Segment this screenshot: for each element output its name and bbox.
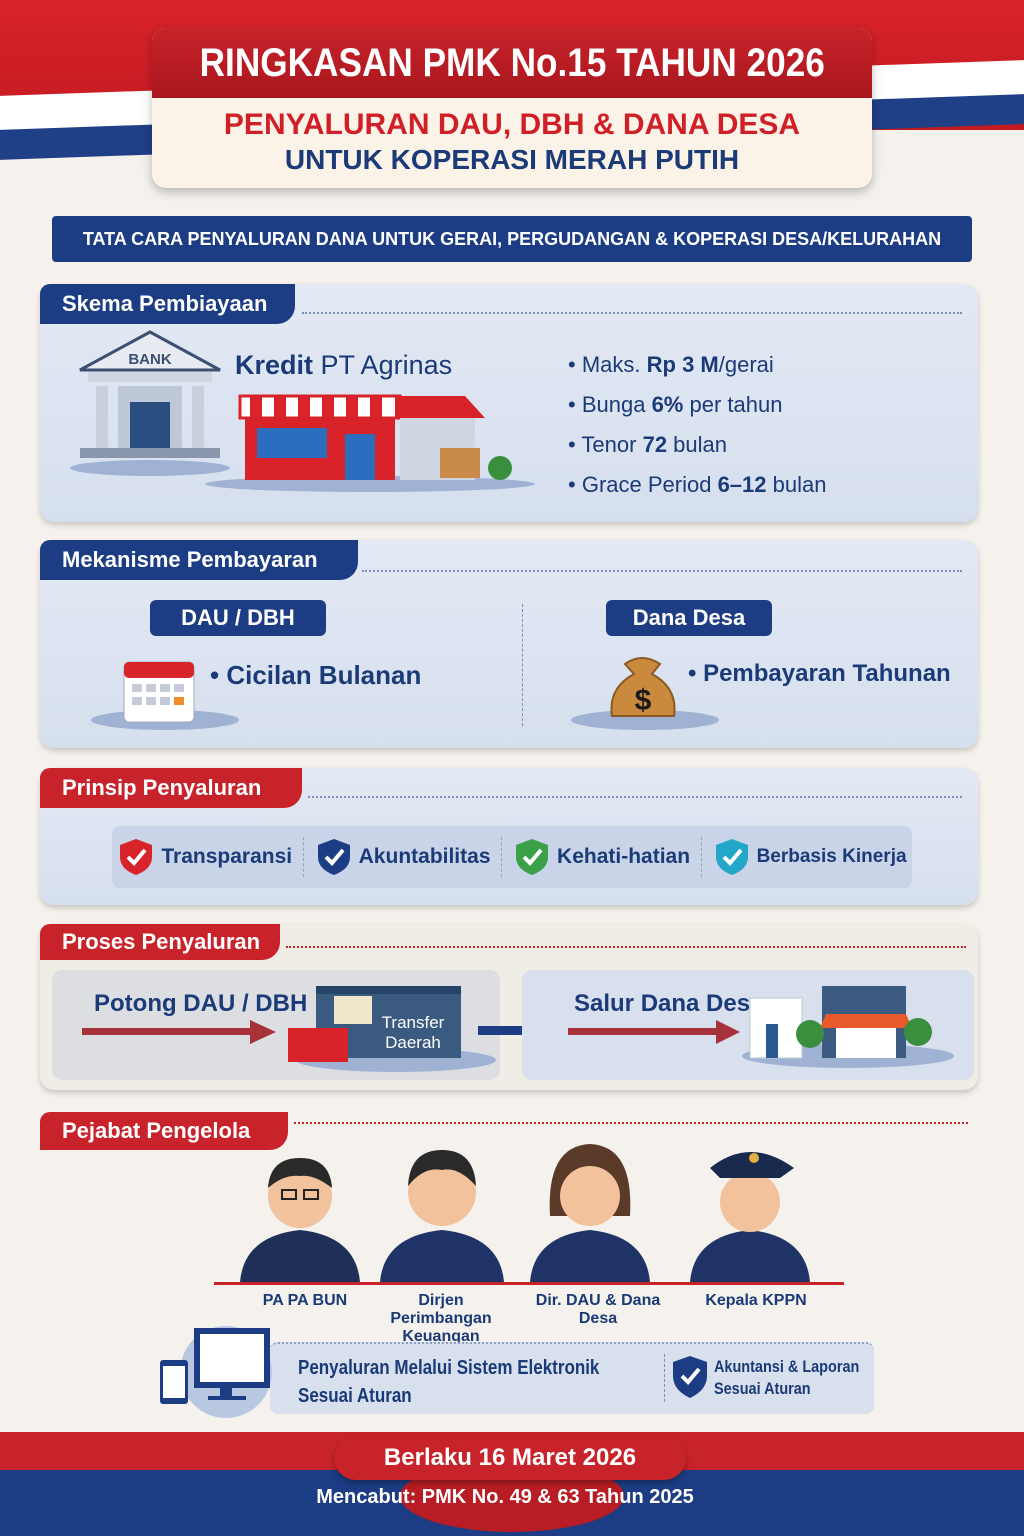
divider xyxy=(294,1122,968,1124)
arrow-right-icon xyxy=(568,1020,740,1044)
transfer-building-icon: Transfer Daerah xyxy=(288,986,496,1072)
check-shield-icon xyxy=(120,839,153,875)
mekanisme-tab: Mekanisme Pembayaran xyxy=(40,540,358,580)
computer-icon xyxy=(160,1326,272,1418)
bullet-item: • Maks. Rp 3 M/gerai xyxy=(568,352,774,377)
kredit-bold: Kredit xyxy=(235,350,314,380)
system-text-line1: Penyaluran Melalui Sistem Elektronik xyxy=(298,1357,600,1379)
bank-icon: BANK xyxy=(70,330,230,476)
official-avatar xyxy=(380,1150,504,1282)
revokes-text: Mencabut: PMK No. 49 & 63 Tahun 2025 xyxy=(316,1486,694,1508)
check-shield-icon xyxy=(715,839,748,875)
arrow-right-icon xyxy=(82,1020,276,1044)
accounting-text-line2: Sesuai Aturan xyxy=(714,1379,811,1398)
bank-label: BANK xyxy=(128,351,171,368)
check-shield-icon xyxy=(516,839,549,875)
effective-date: Berlaku 16 Maret 2026 xyxy=(334,1436,686,1480)
mekanisme-card: Mekanisme Pembayaran DAU / DBH • Cicilan… xyxy=(40,540,978,748)
cicilan-text: • Cicilan Bulanan xyxy=(210,660,422,690)
prinsip-tab: Prinsip Penyaluran xyxy=(40,768,302,808)
principle-item: Transparansi xyxy=(117,837,292,877)
divider xyxy=(308,796,962,798)
salur-panel: Salur Dana Desa xyxy=(522,970,974,1080)
system-bar xyxy=(270,1342,874,1414)
skema-bullets: • Maks. Rp 3 M/gerai • Bunga 6% per tahu… xyxy=(568,352,826,512)
divider xyxy=(302,837,304,877)
divider xyxy=(522,604,523,726)
money-bag-icon: $ xyxy=(571,657,719,730)
divider xyxy=(700,837,702,877)
skema-card: Skema Pembiayaan BANK Kredit PT Agrinas … xyxy=(40,284,978,522)
shield-check-icon xyxy=(673,1356,707,1398)
store-icon xyxy=(205,394,535,492)
official-label: Dirjen Perimbangan Keuangan xyxy=(390,1292,492,1345)
potong-text: Potong DAU / DBH xyxy=(94,990,308,1017)
official-label: Kepala KPPN xyxy=(705,1292,807,1309)
kredit-title: Kredit PT Agrinas xyxy=(235,350,452,381)
subtitle-1: PENYALURAN DAU, DBH & DANA DESA xyxy=(223,108,801,141)
proses-tab: Proses Penyaluran xyxy=(40,924,280,960)
divider xyxy=(362,570,962,572)
principle-item: Akuntabilitas xyxy=(315,837,491,877)
dana-desa-pill: Dana Desa xyxy=(606,600,772,636)
official-avatar xyxy=(240,1158,360,1282)
transfer-label: Transfer xyxy=(382,1013,445,1032)
principles-bar: Transparansi Akuntabilitas Kehati-hatian… xyxy=(112,826,912,888)
pejabat-tab: Pejabat Pengelola xyxy=(40,1112,288,1150)
accounting-text-line1: Akuntansi & Laporan xyxy=(714,1357,860,1376)
potong-panel: Potong DAU / DBH Transfer Daerah xyxy=(52,970,500,1080)
svg-text:$: $ xyxy=(635,684,652,717)
kredit-rest: PT Agrinas xyxy=(320,350,453,380)
subtitle-2: UNTUK KOPERASI MERAH PUTIH xyxy=(284,144,740,175)
principle-item: Kehati-hatian xyxy=(513,837,690,877)
salur-text: Salur Dana Desa xyxy=(574,990,764,1017)
divider xyxy=(286,946,966,948)
principle-item: Berbasis Kinerja xyxy=(713,837,907,877)
official-label: PA PA BUN xyxy=(262,1292,348,1309)
title-card: RINGKASAN PMK No.15 TAHUN 2026 PENYALURA… xyxy=(152,28,872,188)
dau-dbh-pill: DAU / DBH xyxy=(150,600,326,636)
daerah-label: Daerah xyxy=(385,1033,441,1052)
divider xyxy=(501,837,503,877)
pembayaran-text: • Pembayaran Tahunan xyxy=(688,660,951,687)
divider xyxy=(664,1354,665,1402)
village-office-icon xyxy=(742,986,954,1068)
bullet-item: • Grace Period 6–12 bulan xyxy=(568,472,827,497)
check-shield-icon xyxy=(317,839,350,875)
official-avatar xyxy=(530,1144,650,1282)
page-title-bar: RINGKASAN PMK No.15 TAHUN 2026 xyxy=(152,28,872,98)
calendar-icon xyxy=(91,661,239,730)
divider xyxy=(302,312,962,314)
official-avatar xyxy=(690,1152,810,1282)
bullet-item: • Tenor 72 bulan xyxy=(568,432,728,457)
skema-tab: Skema Pembiayaan xyxy=(40,284,295,324)
bullet-item: • Bunga 6% per tahun xyxy=(568,392,783,417)
officials-illustration xyxy=(214,1144,844,1285)
official-label: Dir. DAU & Dana Desa xyxy=(535,1292,661,1327)
system-text-line2: Sesuai Aturan xyxy=(298,1385,412,1407)
page-title: RINGKASAN PMK No.15 TAHUN 2026 xyxy=(199,41,825,85)
procedure-banner: TATA CARA PENYALURAN DANA UNTUK GERAI, P… xyxy=(52,216,972,262)
